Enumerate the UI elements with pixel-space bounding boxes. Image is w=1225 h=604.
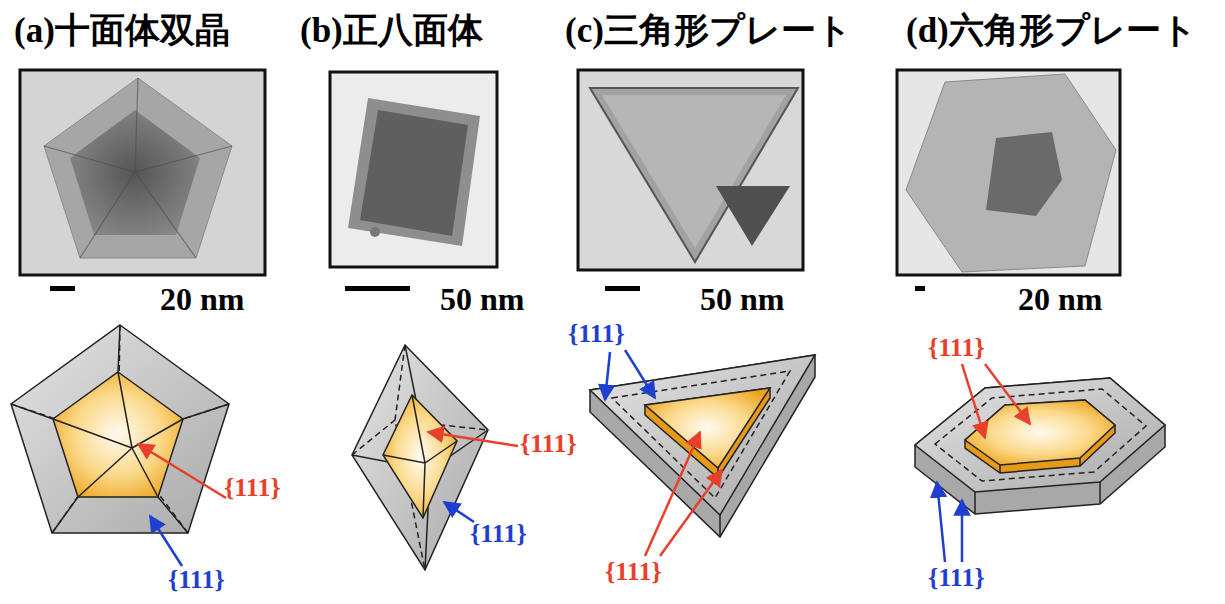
facet-label: {111} — [168, 566, 225, 595]
panel-title: (a)十面体双晶 — [14, 12, 230, 51]
facet-label: {111} — [224, 474, 281, 503]
facet-label: {111} — [568, 320, 625, 349]
triangular-plate-model — [590, 355, 815, 537]
tem-image — [578, 70, 803, 291]
scale-label: 20 nm — [160, 282, 244, 317]
scale-label: 50 nm — [700, 282, 784, 317]
facet-label: {111} — [605, 558, 662, 587]
octahedron-model — [352, 345, 488, 570]
tem-image — [897, 70, 1120, 291]
decahedron-model — [11, 325, 229, 533]
hexagonal-plate-model — [915, 378, 1165, 514]
panel-title: (d)六角形プレート — [906, 12, 1197, 51]
tem-image — [20, 70, 265, 291]
tem-image — [330, 72, 497, 291]
scale-label: 20 nm — [1018, 282, 1102, 317]
facet-label: {111} — [928, 334, 985, 363]
panel-title: (c)三角形プレート — [565, 12, 852, 51]
panel-title: (b)正八面体 — [300, 12, 483, 51]
scale-label: 50 nm — [440, 282, 524, 317]
facet-label: {111} — [928, 564, 985, 593]
facet-label: {111} — [520, 430, 577, 459]
facet-label: {111} — [470, 520, 527, 549]
leader-arrows — [138, 350, 1030, 566]
